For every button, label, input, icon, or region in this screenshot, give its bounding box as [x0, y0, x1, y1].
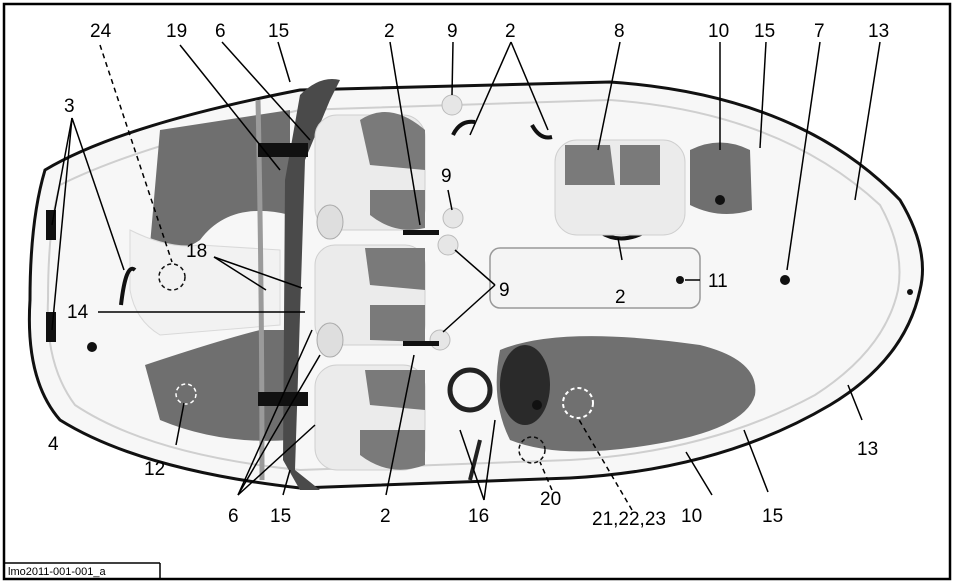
- rear-seat-middle: [314, 244, 426, 346]
- rear-mat-middle: [129, 229, 281, 336]
- callout-2-middle: 2: [615, 287, 626, 308]
- callout-14: 14: [67, 302, 89, 323]
- callout-12: 12: [144, 459, 165, 480]
- dashed-circle-12: [175, 383, 197, 405]
- grab-handle-4: [403, 341, 439, 346]
- callout-15-bottom-left: 15: [270, 506, 291, 527]
- speaker-lower: [316, 322, 344, 358]
- figure-id: lmo2011-001-001_a: [8, 566, 107, 578]
- callout-2-bottom: 2: [380, 506, 391, 527]
- callout-9-right: 9: [499, 280, 510, 301]
- rear-light-upper: [46, 210, 56, 240]
- rear-seat-top: [314, 112, 426, 231]
- callout-2-top-right: 2: [505, 21, 516, 42]
- callout-8: 8: [614, 21, 625, 42]
- rear-strap-top: [258, 143, 308, 157]
- callout-20: 20: [540, 489, 561, 510]
- deck-line: [46, 98, 901, 472]
- rear-mat-upper: [150, 110, 290, 252]
- callout-13-top: 13: [868, 21, 889, 42]
- leader-lines: [51, 41, 881, 511]
- dashed-circle-20: [518, 436, 546, 464]
- callout-19: 19: [166, 21, 187, 42]
- callout-21-22-23: 21,22,23: [592, 509, 666, 530]
- callout-7: 7: [814, 21, 825, 42]
- bow-eye: [907, 289, 913, 295]
- callout-24: 24: [90, 21, 112, 42]
- cup-holder-4: [429, 329, 451, 351]
- throttle: [468, 439, 482, 481]
- callout-15-top-right: 15: [754, 21, 775, 42]
- marker-console: [532, 400, 542, 410]
- callout-10-bottom: 10: [681, 506, 702, 527]
- callout-15-bottom-right: 15: [762, 506, 783, 527]
- marker-10: [715, 195, 725, 205]
- console: [496, 336, 756, 452]
- grab-handle-2: [530, 124, 553, 140]
- rear-light-lower: [46, 312, 56, 342]
- callout-3: 3: [64, 96, 75, 117]
- grab-handle-6: [119, 266, 137, 306]
- callout-10-top: 10: [708, 21, 729, 42]
- front-seat: [554, 139, 686, 236]
- speaker-upper: [316, 204, 344, 240]
- glove-box: [690, 142, 752, 214]
- rear-mat-lower: [145, 330, 290, 441]
- marker-11: [676, 276, 684, 284]
- cup-holder-3: [437, 234, 459, 256]
- callout-13-bottom: 13: [857, 439, 878, 460]
- cup-holder-1: [441, 94, 463, 116]
- callout-11: 11: [708, 271, 728, 292]
- storage-hatch: [489, 247, 701, 309]
- console-dark: [500, 345, 550, 425]
- callout-4: 4: [48, 434, 59, 455]
- callout-9-middle: 9: [441, 166, 452, 187]
- callout-15-top-left: 15: [268, 21, 289, 42]
- grab-handle-1: [451, 119, 476, 136]
- grab-handle-3: [403, 230, 439, 235]
- callout-2-top-left: 2: [384, 21, 395, 42]
- dashed-circle-21: [562, 387, 594, 419]
- marker-4: [87, 342, 97, 352]
- callout-18: 18: [186, 241, 207, 262]
- callout-6-top: 6: [215, 21, 226, 42]
- dashed-circle-24: [158, 263, 186, 291]
- steering-wheel: [447, 367, 493, 413]
- rear-seat-bottom: [314, 364, 426, 471]
- cup-holder-2: [442, 207, 464, 229]
- rear-cushion: [283, 79, 340, 490]
- callout-6-bottom: 6: [228, 506, 239, 527]
- callout-9-top: 9: [447, 21, 458, 42]
- marker-7: [780, 275, 790, 285]
- callout-16: 16: [468, 506, 489, 527]
